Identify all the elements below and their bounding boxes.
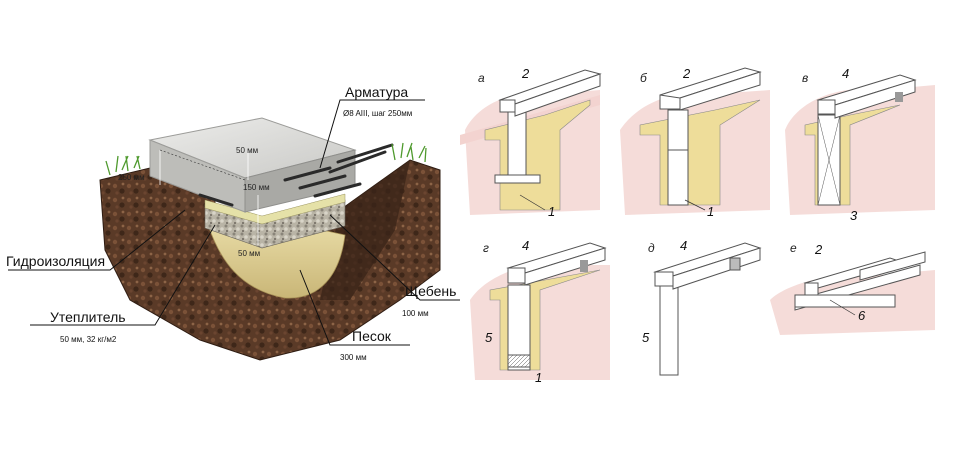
label-scheben-spec: 100 мм	[402, 309, 429, 318]
trench-wall	[320, 160, 410, 300]
panel-g-letter: г	[483, 241, 489, 255]
label-uteplitel: Утеплитель	[50, 309, 126, 325]
label-pesok: Песок	[352, 328, 392, 344]
leader-lines	[8, 99, 460, 346]
foundation-section-illustration: 50 мм 250 мм 150 мм 50 мм Арматура Ø8 AI…	[6, 84, 460, 362]
panel-a-letter: а	[478, 71, 485, 85]
panel-g-label-5: 5	[485, 330, 493, 345]
panel-v-letter: в	[802, 71, 808, 85]
panel-a: а 2 1	[460, 66, 602, 219]
label-pesok-spec: 300 мм	[340, 353, 367, 362]
dim-mid: 150 мм	[243, 183, 270, 192]
dim-top: 50 мм	[236, 146, 258, 155]
grass-tufts	[105, 142, 427, 176]
dim-side: 250 мм	[118, 173, 145, 182]
panel-g: г 4 5 1	[470, 238, 610, 385]
panel-a-label-1: 1	[548, 204, 555, 219]
label-armatura-spec: Ø8 AIII, шаг 250мм	[343, 109, 412, 118]
label-gidroizolyatsiya: Гидроизоляция	[6, 253, 105, 269]
panel-d: д 4 5	[642, 238, 762, 376]
panel-b: б 2 1	[620, 66, 770, 219]
panel-v-label-3: 3	[850, 208, 858, 223]
panel-g-label-4: 4	[522, 238, 529, 253]
dim-bottom: 50 мм	[238, 249, 260, 258]
panel-g-label-1: 1	[535, 370, 542, 385]
panel-d-letter: д	[648, 241, 655, 255]
rebar-rods	[198, 143, 394, 207]
sand-layer	[207, 224, 346, 299]
panel-v-label-4: 4	[842, 66, 849, 81]
panel-b-label-2: 2	[682, 66, 691, 81]
panel-d-label-4: 4	[680, 238, 687, 253]
panel-e-label-6: 6	[858, 308, 866, 323]
panel-d-label-5: 5	[642, 330, 650, 345]
label-armatura: Арматура	[345, 84, 408, 100]
panel-a-label-2: 2	[521, 66, 530, 81]
panel-e-letter: е	[790, 241, 797, 255]
insulation-layer	[204, 193, 346, 225]
label-scheben: Щебень	[405, 283, 456, 299]
panel-v: в 4 3	[785, 66, 935, 223]
panel-e: е 2 6	[770, 241, 935, 335]
label-uteplitel-spec: 50 мм, 32 кг/м2	[60, 335, 117, 344]
panel-b-label-1: 1	[707, 204, 714, 219]
panel-e-label-2: 2	[814, 242, 823, 257]
panel-b-letter: б	[640, 71, 648, 85]
dimension-lines	[159, 150, 259, 245]
